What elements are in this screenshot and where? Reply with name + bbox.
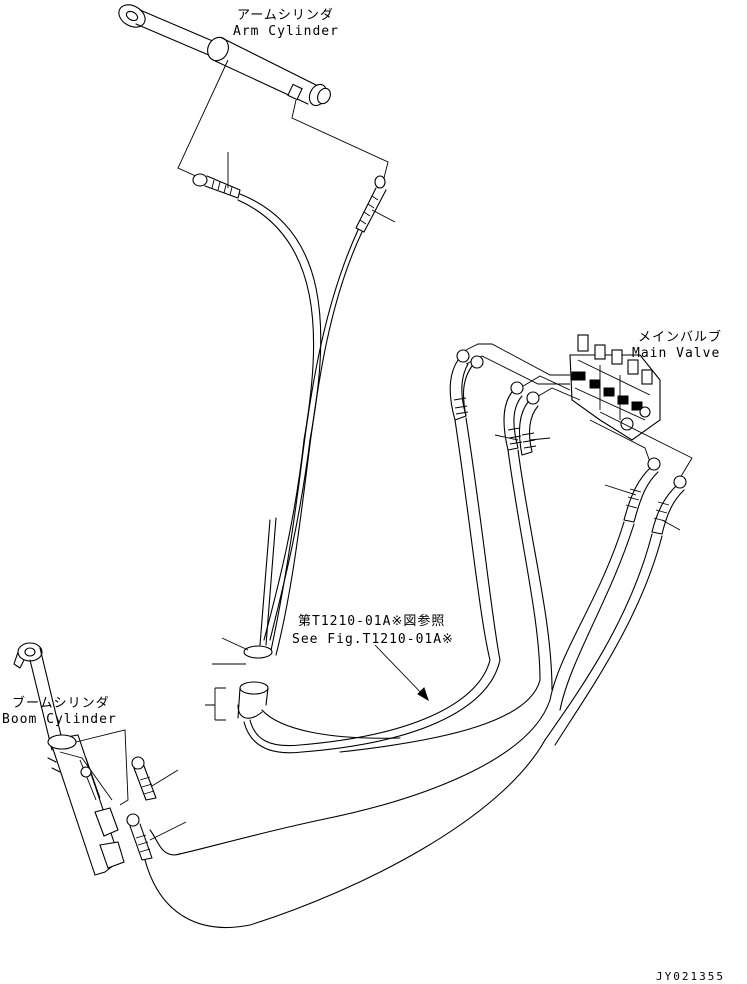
main-valve-port-lines <box>461 343 693 479</box>
arm-hose-fittings <box>192 152 396 233</box>
boom-cylinder-label-en: Boom Cylinder <box>2 712 117 727</box>
hose-clamps <box>205 637 273 721</box>
arm-hoses <box>237 193 363 656</box>
boom-cylinder <box>13 642 129 876</box>
arm-cylinder <box>118 4 331 107</box>
arm-cylinder-label-jp: アームシリンダ <box>237 8 334 23</box>
arm-cylinder-label-en: Arm Cylinder <box>233 24 339 39</box>
reference-arrow <box>374 644 429 702</box>
main-valve-fittings <box>449 349 687 535</box>
drawing-number-text: JY021355 <box>656 970 725 983</box>
main-valve-hoses <box>144 417 663 929</box>
arm-cylinder-port-lines <box>177 59 389 179</box>
main-valve-label-en: Main Valve <box>632 346 721 361</box>
drawing-number: JY021355 <box>656 970 725 983</box>
main-valve-label-jp: メインバルブ <box>638 330 723 345</box>
boom-hose-fittings <box>126 756 187 861</box>
reference-label-jp: 第T1210-01A※図参照 <box>298 614 446 629</box>
reference-label-en: See Fig.T1210-01A※ <box>292 632 454 647</box>
boom-cylinder-label-jp: ブームシリンダ <box>12 696 110 711</box>
